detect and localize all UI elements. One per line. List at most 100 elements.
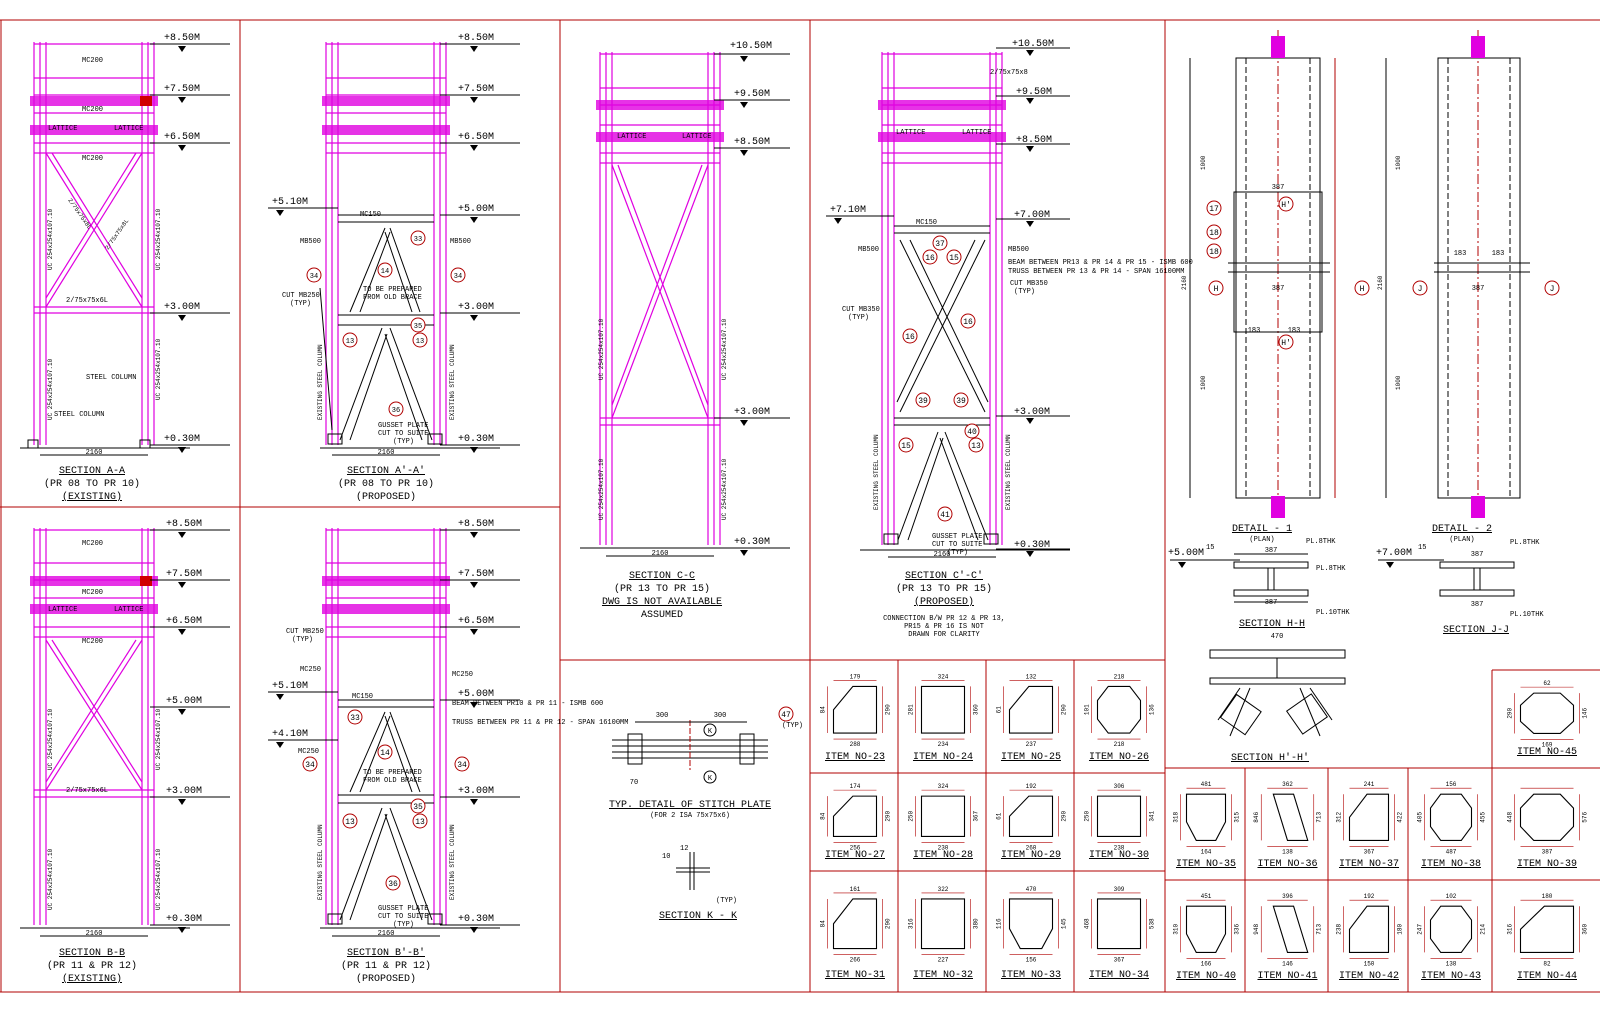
title-section-jj: SECTION J-J	[1443, 625, 1509, 636]
svg-text:13: 13	[416, 338, 424, 346]
item-dim-r: 136	[1149, 704, 1156, 715]
item-dim-l: 318	[1173, 812, 1180, 823]
label-lattice-bb-l: LATTICE	[48, 606, 77, 614]
title-section-apap: SECTION A'-A'	[347, 465, 425, 477]
item-dim-bot: 260	[1026, 844, 1037, 851]
sheet-border-grid	[0, 19, 1600, 993]
item-dim-r: 290	[1061, 704, 1068, 715]
level-750-aa: +7.50M	[164, 84, 200, 95]
plate-outline	[1272, 793, 1309, 841]
svg-text:K: K	[708, 728, 713, 736]
item-dim-r: 360	[973, 704, 980, 715]
label-lattice-bb-r: LATTICE	[114, 606, 143, 614]
label-typ-kk: (TYP)	[716, 897, 737, 905]
dim-2160-apap: 2160	[378, 449, 395, 457]
svg-text:34: 34	[310, 273, 318, 281]
dim-2160-d1: 2160	[1181, 275, 1188, 290]
plate-outline	[1519, 692, 1575, 734]
label-uc-3: UC 254x254x107.10	[155, 208, 162, 270]
level-300-apap: +3.00M	[458, 302, 494, 313]
label-cut350-l: CUT MB350	[842, 306, 880, 314]
level-300-bpbp: +3.00M	[458, 786, 494, 797]
item-dim-l: 250	[908, 810, 915, 821]
label-gusset-btyp: (TYP)	[393, 921, 414, 929]
item-dim-l: 448	[1507, 812, 1514, 823]
plate-outline	[1008, 685, 1054, 734]
label-gusset-2: CUT TO SUITE	[378, 430, 428, 438]
level-410-bpbp: +4.10M	[272, 729, 308, 740]
note2-section-cc: ASSUMED	[641, 610, 683, 621]
item-label: ITEM NO-32	[913, 970, 973, 981]
note-section-apap: (PROPOSED)	[356, 491, 416, 503]
dim-12-kk: 12	[680, 845, 688, 853]
label-uc-2: UC 254x254x107.10	[47, 358, 54, 420]
level-030-cc: +0.30M	[734, 537, 770, 548]
item-dim-bot: 138	[1446, 960, 1457, 967]
label-mc200-3: MC200	[82, 155, 103, 163]
label-gusset-typ: (TYP)	[393, 438, 414, 446]
label-existing-col-br: EXISTING STEEL COLUMN	[449, 824, 456, 900]
level-300-cpcp: +3.00M	[1014, 407, 1050, 418]
dim-10-kk: 10	[662, 853, 670, 861]
item-dim-l: 281	[908, 704, 915, 715]
item-dim-r: 455	[1480, 812, 1487, 823]
label-lattice-cc-l: LATTICE	[617, 133, 646, 141]
frame-section-aa: 2160 MC200 MC200 MC200 LATTICE LATTICE 2…	[20, 33, 230, 503]
dim-2160: 2160	[86, 449, 103, 457]
label-uc-bb1: UC 254x254x107.10	[47, 708, 54, 770]
svg-text:39: 39	[956, 397, 966, 406]
title-section-hphp: SECTION H'-H'	[1231, 752, 1309, 764]
item-dim-top: 306	[1114, 783, 1125, 790]
item-dim-top: 132	[1026, 673, 1037, 680]
frame-section-bb: 2160 MC200 MC200 MC200 LATTICE LATTICE 2…	[20, 519, 230, 985]
label-gusset-b1: GUSSET PLATE	[378, 905, 428, 913]
label-mb500-r: MB500	[450, 238, 471, 246]
label-mc200-2: MC200	[82, 106, 103, 114]
label-gusset-c2: CUT TO SUITE	[932, 541, 982, 549]
item-dim-l: 316	[1507, 924, 1514, 935]
label-cut350-r: CUT MB350	[1010, 280, 1048, 288]
dim-1000-d2b: 1000	[1395, 375, 1402, 390]
label-uc-cc4: UC 254x254x107.10	[721, 458, 728, 520]
svg-text:35: 35	[413, 803, 423, 812]
svg-text:15: 15	[901, 442, 911, 451]
svg-text:35: 35	[414, 323, 422, 331]
label-pl10-jj: PL.10THK	[1510, 611, 1544, 619]
item-dim-l: 247	[1417, 924, 1424, 935]
sub-section-aa: (PR 08 TO PR 10)	[44, 478, 140, 490]
dim-387-d1b: 387	[1272, 285, 1285, 293]
item-dim-bot: 169	[1542, 741, 1553, 748]
item-dim-top: 156	[1446, 781, 1457, 788]
svg-text:39: 39	[918, 397, 928, 406]
item-label: ITEM NO-33	[1001, 970, 1061, 981]
plate-outline	[920, 898, 966, 950]
item-dim-l: 84	[820, 812, 827, 820]
dim-2160-bpbp: 2160	[378, 930, 395, 938]
svg-text:13: 13	[971, 442, 981, 451]
level-750-apap: +7.50M	[458, 84, 494, 95]
item-dim-l: 316	[908, 918, 915, 929]
item-dim-top: 322	[938, 886, 949, 893]
label-pl8-hh2: PL.8THK	[1316, 565, 1346, 573]
label-cut-bpbp: CUT MB250	[286, 628, 324, 636]
label-mc150-apap: MC150	[360, 211, 381, 219]
dim-15-jj: 15	[1418, 544, 1426, 552]
svg-text:36: 36	[388, 880, 398, 889]
svg-text:14: 14	[380, 749, 390, 758]
item-dim-r: 713	[1316, 812, 1323, 823]
level-650-apap: +6.50M	[458, 132, 494, 143]
item-dim-top: 451	[1201, 893, 1212, 900]
callouts-apap	[306, 230, 466, 417]
item-dim-l: 61	[996, 706, 1003, 714]
dim-2160-bb: 2160	[86, 930, 103, 938]
svg-text:H': H'	[1281, 339, 1291, 348]
item-dim-bot: 256	[850, 844, 861, 851]
